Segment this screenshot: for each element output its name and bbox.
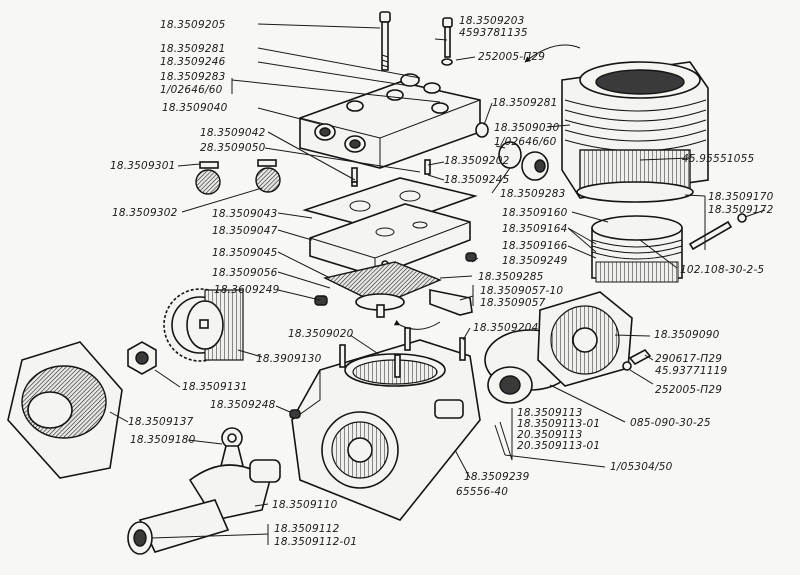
plug-18-3509283 bbox=[498, 141, 549, 181]
label-18-3509180: 18.3509180 bbox=[130, 434, 196, 446]
label-28-3509050: 28.3509050 bbox=[200, 142, 266, 154]
bolt-290617 bbox=[622, 348, 652, 371]
gear-nut bbox=[127, 341, 157, 375]
label-085-090-30-25: 085-090-30-25 bbox=[630, 417, 711, 429]
label-18-3509056: 18.3509056 bbox=[212, 267, 278, 279]
label-18-3509112: 18.3509112 bbox=[274, 523, 340, 535]
label-20-3509113-01: 20.3509113-01 bbox=[517, 440, 600, 452]
label-18-3509113-01: 18.3509113-01 bbox=[517, 418, 600, 430]
rotation-arrow-lower bbox=[393, 319, 441, 330]
cylinder-head bbox=[299, 73, 489, 169]
label-252005-p29-right: 252005-П29 bbox=[655, 384, 722, 396]
label-18-3509172: 18.3509172 bbox=[708, 204, 774, 216]
label-18-3509110: 18.3509110 bbox=[272, 499, 338, 511]
valve-plate bbox=[309, 203, 471, 277]
end-cover bbox=[7, 341, 123, 479]
label-18-3509040: 18.3509040 bbox=[162, 102, 228, 114]
label-1-02646-60-right: 1/02646/60 bbox=[494, 136, 557, 148]
label-18-3509302: 18.3509302 bbox=[112, 207, 178, 219]
label-18-3509113: 18.3509113 bbox=[517, 407, 582, 419]
label-18-3509057-10: 18.3509057-10 bbox=[480, 285, 563, 297]
label-18-3509030: 18.3509030 bbox=[494, 122, 560, 134]
label-1-05304-50: 1/05304/50 bbox=[610, 461, 673, 473]
bolt-18-3509205 bbox=[379, 11, 391, 71]
label-18-3509137: 18.3509137 bbox=[128, 416, 194, 428]
label-18-3509248: 18.3509248 bbox=[210, 399, 276, 411]
label-18-3509283-right: 18.3509283 bbox=[500, 188, 565, 200]
piston bbox=[591, 215, 683, 283]
crankcase bbox=[291, 327, 481, 521]
label-18-3509281-right: 18.3509281 bbox=[492, 97, 557, 109]
label-20-3509113: 20.3509113 bbox=[517, 429, 582, 441]
reed-valve bbox=[322, 261, 473, 318]
leader-lines bbox=[109, 23, 766, 545]
label-45-93771119: 45.93771119 bbox=[655, 365, 727, 377]
label-18-3509020: 18.3509020 bbox=[288, 328, 354, 340]
drive-gear bbox=[163, 288, 244, 362]
rotation-arrow-upper bbox=[524, 44, 581, 63]
cylinder-finned bbox=[561, 61, 709, 203]
label-18-3609249: 18.3609249 bbox=[214, 284, 280, 296]
label-18-3509281-top: 18.3509281 bbox=[160, 43, 225, 55]
label-18-3509131: 18.3509131 bbox=[182, 381, 247, 393]
part-labels: 18.3509205 18.3509203 4593781135 18.3509… bbox=[110, 15, 774, 548]
label-18-3509245: 18.3509245 bbox=[444, 174, 510, 186]
label-18-3509057: 18.3509057 bbox=[480, 297, 546, 309]
label-4593781135: 4593781135 bbox=[459, 27, 528, 39]
label-1-02646-60-top: 1/02646/60 bbox=[160, 84, 223, 96]
spring-18-3509249 bbox=[465, 252, 477, 262]
label-18-3509047: 18.3509047 bbox=[212, 225, 278, 237]
label-18-3509166: 18.3509166 bbox=[502, 240, 568, 252]
label-18-3509283-top: 18.3509283 bbox=[160, 71, 225, 83]
label-18-3509285: 18.3509285 bbox=[478, 271, 544, 283]
label-18-3509205: 18.3509205 bbox=[160, 19, 226, 31]
label-18-3509239: 18.3509239 bbox=[464, 471, 530, 483]
label-45-95551055: 45.95551055 bbox=[682, 153, 754, 165]
label-18-3509164: 18.3509164 bbox=[502, 223, 567, 235]
label-18-3509202: 18.3509202 bbox=[444, 155, 510, 167]
label-18-3509042: 18.3509042 bbox=[200, 127, 266, 139]
label-18-3509249-right: 18.3509249 bbox=[502, 255, 568, 267]
piston-pin bbox=[688, 213, 747, 251]
label-18-3909130: 18.3909130 bbox=[256, 353, 322, 365]
label-18-3509112-01: 18.3509112-01 bbox=[274, 536, 357, 548]
label-102-108-30-2-5: 102.108-30-2-5 bbox=[680, 264, 764, 276]
label-18-3509043: 18.3509043 bbox=[212, 208, 277, 220]
spring-18-3609249 bbox=[314, 295, 328, 306]
rear-cover bbox=[537, 291, 633, 387]
label-18-3509170: 18.3509170 bbox=[708, 191, 774, 203]
bolt-18-3509203 bbox=[441, 17, 453, 66]
label-18-3509160: 18.3509160 bbox=[502, 207, 568, 219]
label-18-3509045: 18.3509045 bbox=[212, 247, 278, 259]
valve-cap-left bbox=[195, 161, 221, 195]
head-studs bbox=[351, 159, 431, 187]
label-290617-p29: 290617-П29 bbox=[655, 353, 722, 365]
valve-cap-right bbox=[255, 159, 281, 193]
plug-18-3509248 bbox=[289, 409, 301, 419]
label-18-3509301: 18.3509301 bbox=[110, 160, 175, 172]
label-18-3509203: 18.3509203 bbox=[459, 15, 524, 27]
label-18-3509204: 18.3509204 bbox=[473, 322, 538, 334]
label-65556-40: 65556-40 bbox=[456, 486, 508, 498]
label-252005-p29-top: 252005-П29 bbox=[478, 51, 545, 63]
label-18-3509246: 18.3509246 bbox=[160, 56, 226, 68]
label-18-3509090: 18.3509090 bbox=[654, 329, 720, 341]
crankshaft bbox=[127, 459, 281, 555]
